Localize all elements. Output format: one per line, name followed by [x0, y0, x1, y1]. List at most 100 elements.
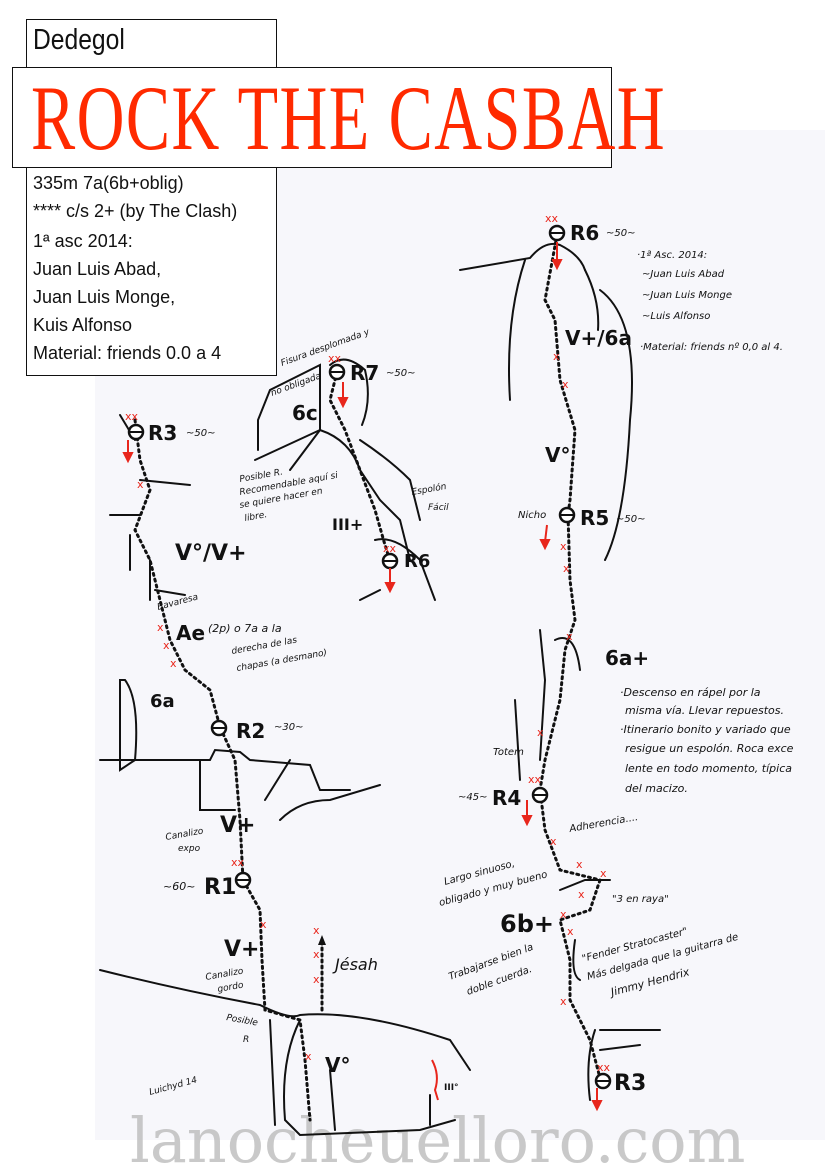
belay-label-r1: R1 — [204, 875, 236, 900]
pitch-length: ~50~ — [616, 514, 645, 525]
svg-text:x: x — [305, 1050, 312, 1063]
svg-text:x: x — [560, 995, 567, 1008]
belay-icon — [127, 423, 145, 441]
svg-text:x: x — [157, 621, 164, 634]
grade-label: 6a+ — [605, 646, 649, 670]
pitch-note: "3 en raya" — [612, 894, 669, 905]
belay-label-r4: R4 — [492, 786, 521, 810]
belay-icon — [548, 224, 566, 242]
belay-note: R — [243, 1035, 249, 1045]
pitch-length: ~30~ — [274, 722, 303, 733]
pitch-length: ~50~ — [606, 228, 635, 239]
belay-icon — [558, 506, 576, 524]
svg-text:x: x — [566, 630, 573, 643]
svg-text:x: x — [562, 378, 569, 391]
svg-text:xx: xx — [528, 773, 542, 786]
svg-text:x: x — [560, 540, 567, 553]
svg-text:xx: xx — [328, 352, 342, 365]
svg-text:x: x — [553, 350, 560, 363]
belay-label-r6: R6 — [404, 551, 430, 572]
belay-icon — [531, 786, 549, 804]
svg-text:x: x — [550, 835, 557, 848]
note-line: lente en todo momento, típica — [625, 762, 792, 775]
info-material: Material: friends 0.0 a 4 — [33, 343, 222, 363]
svg-text:x: x — [537, 726, 544, 739]
belay-icon — [234, 871, 252, 889]
info-length-grade: 335m 7a(6b+oblig) — [33, 173, 184, 193]
info-rating: **** c/s 2+ (by The Clash) — [33, 201, 238, 221]
svg-text:x: x — [260, 918, 267, 931]
svg-text:xx: xx — [597, 1061, 611, 1074]
belay-icon — [594, 1072, 612, 1090]
svg-text:x: x — [600, 867, 607, 880]
route-title: ROCK THE CASBAH — [31, 67, 667, 169]
info-climber: Kuis Alfonso — [33, 315, 133, 335]
svg-text:x: x — [567, 925, 574, 938]
nicho-note: Nicho — [518, 510, 546, 521]
note-line: resigue un espolón. Roca exce — [625, 742, 794, 755]
rock-outlines — [99, 242, 661, 1137]
svg-text:x: x — [576, 858, 583, 871]
grade-label: V+/6a — [565, 326, 632, 350]
rappel-arrows — [122, 242, 603, 1112]
note-line: del macizo. — [625, 782, 688, 795]
svg-text:x: x — [578, 888, 585, 901]
route-line-right — [538, 233, 602, 1080]
note-line: ~Juan Luis Monge — [642, 290, 732, 301]
watermark: lanocheuelloro.com — [130, 1104, 745, 1170]
grade-label: V+ — [224, 937, 259, 962]
pitch-length: ~60~ — [163, 880, 195, 893]
pitch-note: (2p) o 7a a la — [208, 622, 282, 635]
grade-label: III+ — [332, 515, 363, 534]
svg-text:xx: xx — [231, 856, 245, 869]
svg-text:x: x — [170, 657, 177, 670]
belay-icon — [381, 552, 399, 570]
svg-text:xx: xx — [125, 410, 139, 423]
grade-label: V° — [545, 443, 570, 467]
grade-label: V+ — [220, 813, 255, 838]
espolon-note: Fácil — [428, 503, 449, 513]
title-box: ROCK THE CASBAH — [12, 67, 665, 168]
grade-label: V°/V+ — [175, 541, 247, 566]
svg-text:x: x — [313, 924, 320, 937]
svg-text:x: x — [163, 639, 170, 652]
note-line: ·1ª Asc. 2014: — [637, 250, 707, 261]
svg-text:xx: xx — [383, 542, 397, 555]
grade-label: 6a — [150, 691, 175, 712]
grade-label: V° — [325, 1053, 350, 1077]
belay-label-r2: R2 — [236, 719, 265, 743]
belay-icon — [210, 719, 228, 737]
grade-label: 6b+ — [500, 910, 554, 938]
belay-label-r3: R3 — [614, 1071, 646, 1096]
note-line: ·Itinerario bonito y variado que — [620, 723, 791, 736]
svg-text:x: x — [313, 973, 320, 986]
note-line: ~Luis Alfonso — [642, 311, 710, 322]
svg-text:x: x — [313, 948, 320, 961]
belay-label-r3: R3 — [148, 421, 177, 445]
belay-icons — [127, 224, 612, 1090]
note-line: ·Descenso en rápel por la — [620, 686, 761, 699]
pitch-note: expo — [178, 844, 201, 854]
route-line-middle — [328, 370, 392, 563]
notes-ascent: ·1ª Asc. 2014: ~Juan Luis Abad ~Juan Lui… — [637, 250, 783, 353]
note-line: ~Juan Luis Abad — [642, 269, 725, 280]
belay-label-r7: R7 — [350, 361, 379, 385]
svg-text:xx: xx — [545, 212, 559, 225]
route-name-jesah: Jésah — [332, 955, 378, 974]
notes-description: ·Descenso en rápel por la misma vía. Lle… — [620, 686, 794, 795]
svg-text:x: x — [137, 478, 144, 491]
grade-label: Ae — [176, 621, 205, 645]
grade-label: III° — [444, 1083, 459, 1093]
belay-label-r5: R5 — [580, 506, 609, 530]
belay-icon — [328, 363, 346, 381]
arrow-up-icon — [318, 935, 326, 945]
pitch-length: ~45~ — [458, 792, 487, 803]
grade-label: 6c — [292, 401, 318, 425]
pitch-note: gordo — [217, 980, 245, 994]
note-line: misma vía. Llevar repuestos. — [625, 704, 784, 717]
area-name: Dedegol — [33, 24, 125, 56]
belay-label-r6: R6 — [570, 221, 599, 245]
info-climber: Juan Luis Abad, — [33, 259, 162, 279]
